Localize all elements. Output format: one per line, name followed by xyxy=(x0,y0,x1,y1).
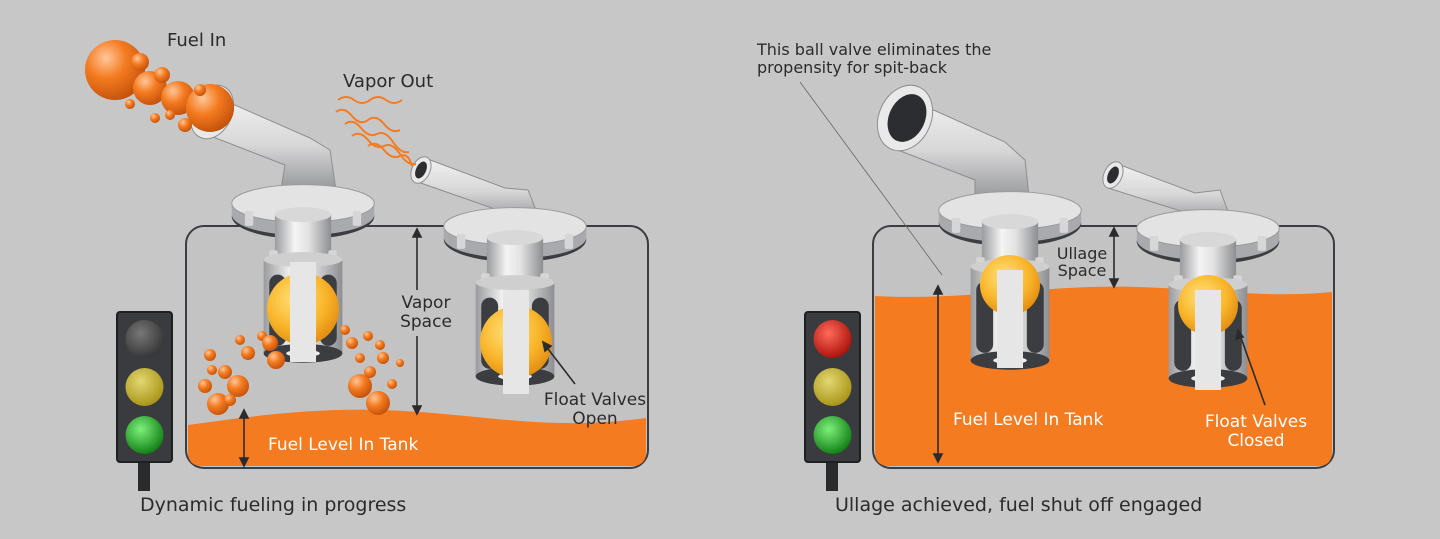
ullage-space-arrow xyxy=(1108,226,1120,289)
right-caption: Ullage achieved, fuel shut off engaged xyxy=(835,494,1203,516)
left-fuel xyxy=(188,409,646,466)
fuel-droplet-icon xyxy=(150,113,160,123)
fuel-droplet-icon xyxy=(131,53,149,71)
red-light-icon xyxy=(125,320,164,358)
annotation-leader-line xyxy=(799,81,943,276)
yellow-light-icon xyxy=(813,368,852,406)
red-light-icon xyxy=(813,320,852,358)
float-valves-open-label: Float Valves Open xyxy=(540,391,650,429)
label-line: Open xyxy=(572,409,618,429)
label-line: Float Valves xyxy=(543,390,647,410)
fuel-droplet-icon xyxy=(204,349,216,361)
fuel-droplet-icon xyxy=(375,340,385,350)
fuel-droplet-icon xyxy=(198,379,212,393)
float-valves-closed-label: Float Valves Closed xyxy=(1200,413,1312,451)
fuel-droplet-icon xyxy=(267,351,285,369)
fuel-droplet-icon xyxy=(194,84,206,96)
left-vent-valve xyxy=(443,207,587,394)
label-line: Vapor xyxy=(401,293,451,313)
fuel-droplet-icon xyxy=(387,379,397,389)
ball-valve-annotation: This ball valve eliminates the propensit… xyxy=(757,41,991,77)
fuel-droplet-icon xyxy=(207,365,217,375)
fuel-droplet-icon xyxy=(364,366,376,378)
right-vent-valve xyxy=(1136,209,1280,390)
fuel-droplet-icon xyxy=(218,365,232,379)
fuel-droplet-icon xyxy=(227,375,249,397)
vapor-space-label: Vapor Space xyxy=(390,294,462,332)
fuel-droplet-icon xyxy=(125,99,135,109)
traffic-light-left xyxy=(116,311,173,491)
label-line: Ullage xyxy=(1056,244,1108,263)
fuel-droplet-icon xyxy=(396,359,404,367)
label-line: Float Valves xyxy=(1204,412,1308,432)
ullage-space-label: Ullage Space xyxy=(1050,245,1114,279)
fuel-level-arrow-left xyxy=(238,408,250,468)
fuel-droplet-icon xyxy=(207,393,229,415)
fuel-droplet-icon xyxy=(224,394,236,406)
fuel-droplet-icon xyxy=(165,110,175,120)
float-valve-pointer-right xyxy=(1234,328,1266,406)
fuel-droplet-icon xyxy=(366,391,390,415)
label-line: This ball valve eliminates the xyxy=(757,40,992,59)
fuel-droplet-icon xyxy=(348,374,372,398)
right-fill-pipe xyxy=(876,84,1031,206)
fuel-level-label-left: Fuel Level In Tank xyxy=(268,435,419,455)
vapor-space-arrow xyxy=(411,227,423,416)
label-line: Closed xyxy=(1227,431,1285,451)
fuel-level-label-right: Fuel Level In Tank xyxy=(953,410,1104,430)
fuel-droplet-icon xyxy=(85,40,145,100)
left-fill-valve xyxy=(231,184,375,364)
fuel-droplet-icon xyxy=(377,352,389,364)
fuel-droplet-icon xyxy=(363,331,373,341)
fuel-droplet-icon xyxy=(178,118,192,132)
fuel-droplet-icon xyxy=(262,335,278,351)
vapor-out-label: Vapor Out xyxy=(343,71,434,92)
green-light-icon xyxy=(813,416,852,454)
fuel-in-label: Fuel In xyxy=(167,30,227,51)
traffic-light-right xyxy=(804,311,861,491)
fuel-level-arrow-right xyxy=(932,284,944,464)
fuel-droplet-icon xyxy=(355,353,365,363)
vapor-waves-icon xyxy=(335,96,417,167)
fuel-droplet-icon xyxy=(235,335,245,345)
green-light-icon xyxy=(125,416,164,454)
label-line: Space xyxy=(1057,261,1107,280)
fuel-droplet-icon xyxy=(186,84,234,132)
float-valve-pointer-left xyxy=(541,340,576,385)
fuel-droplets xyxy=(85,40,404,415)
fuel-droplet-icon xyxy=(241,346,255,360)
right-fill-valve xyxy=(938,191,1082,371)
label-line: Space xyxy=(400,312,452,332)
label-line: propensity for spit-back xyxy=(757,58,948,77)
fuel-droplet-icon xyxy=(154,67,170,83)
fuel-droplet-icon xyxy=(346,337,358,349)
yellow-light-icon xyxy=(125,368,164,406)
fuel-droplet-icon xyxy=(340,325,350,335)
left-caption: Dynamic fueling in progress xyxy=(140,494,407,516)
